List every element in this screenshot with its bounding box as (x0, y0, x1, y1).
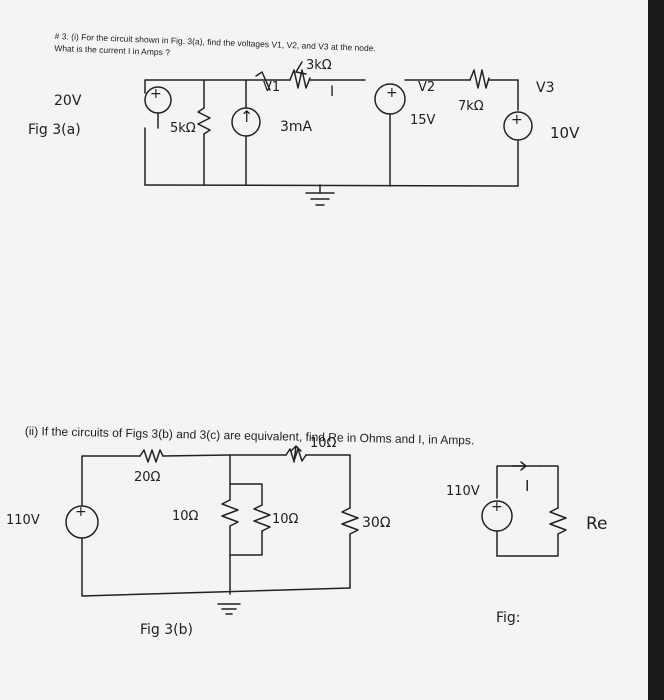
fig-3a-bottom-wire (144, 184, 519, 187)
fig-3b-bottom-wire (81, 537, 351, 597)
fig-3a-node-v1-arrow (255, 71, 271, 91)
fig-3b-resistor-10-left (221, 499, 239, 527)
fig-3b-source-polarity: + (75, 504, 87, 520)
fig-3b-resistor-10-top (285, 448, 307, 462)
fig-3c-label-i: I (525, 477, 530, 495)
fig-3c-current-arrow-icon (511, 461, 527, 471)
page-edge-shadow (648, 0, 664, 700)
fig-3b-label-10-top: 10Ω (310, 436, 337, 451)
fig-3b-resistor-30 (341, 507, 359, 535)
fig-3b-resistor-10-mid (253, 504, 271, 532)
fig-3b-label-20: 20Ω (134, 470, 161, 485)
fig-3b-label-30: 30Ω (362, 515, 391, 531)
fig-3a-source-10v-polarity: + (511, 112, 523, 128)
fig-3a-resistor-5k (197, 107, 211, 135)
fig-3a-caption: Fig 3(a) (28, 122, 81, 138)
fig-3b-label-10-left: 10Ω (172, 509, 199, 524)
fig-3a-resistor-7k (469, 69, 490, 89)
fig-3a-label-5k: 5kΩ (170, 121, 196, 136)
fig-3a-label-v3: V3 (536, 80, 555, 96)
fig-3b-caption: Fig 3(b) (140, 622, 193, 638)
fig-3b-label-10-mid: 10Ω (272, 512, 299, 527)
fig-3b-resistor-20 (139, 449, 164, 463)
fig-3a-label-3k: 3kΩ (306, 58, 332, 73)
fig-3a-source-20v-polarity: + (150, 86, 162, 102)
fig-3a-label-3ma: 3mA (280, 119, 313, 135)
fig-3a-label-7k: 7kΩ (458, 99, 484, 114)
fig-3c-label-110v: 110V (446, 484, 480, 499)
fig-3c-caption: Fig: (496, 610, 521, 626)
fig-3b-label-110v: 110V (6, 513, 40, 528)
fig-3c-label-re: Re (586, 514, 608, 534)
fig-3a-label-15v: 15V (410, 113, 436, 128)
fig-3c-source-polarity: + (491, 499, 503, 515)
fig-3a-label-20v: 20V (54, 93, 82, 109)
fig-3a-label-i: I (330, 84, 335, 100)
fig-3a-resistor-3k (289, 69, 311, 89)
fig-3c-resistor-re (549, 507, 567, 535)
fig-3a-label-10v: 10V (550, 124, 580, 142)
fig-3a-top-wire-left (144, 79, 291, 94)
fig-3a-label-v2: V2 (418, 80, 436, 95)
fig-3b-arrow-icon (290, 445, 302, 463)
fig-3a-label-v1: V1 (263, 80, 281, 95)
fig-3a-source-15v-polarity: + (386, 85, 398, 101)
fig-3a-current-arrow-icon: ↑ (240, 107, 254, 126)
worksheet-page (0, 0, 648, 700)
